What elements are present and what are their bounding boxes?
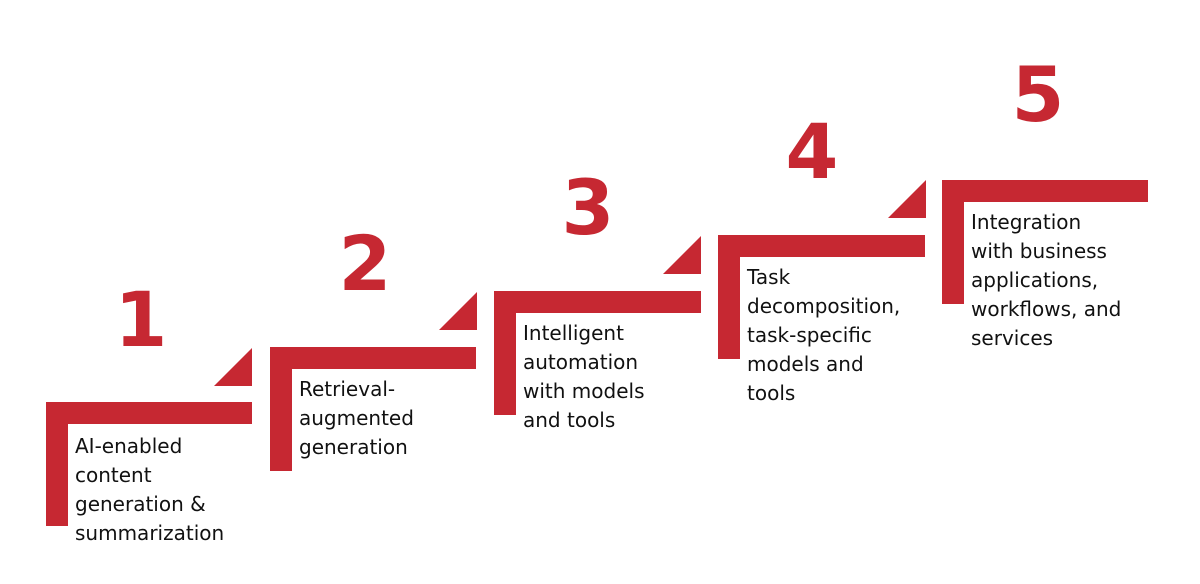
step-corner-triangle: [439, 292, 477, 330]
step-side-bar: [494, 291, 516, 415]
step-side-bar: [270, 347, 292, 471]
step-number: 5: [1011, 50, 1065, 139]
step-label: Intelligent automation with models and t…: [523, 321, 645, 432]
step-label: Retrieval- augmented generation: [299, 377, 414, 459]
step-corner-triangle: [663, 236, 701, 274]
step-label: Task decomposition, task-specific models…: [747, 265, 901, 405]
step-label: AI-enabled content generation & summariz…: [75, 434, 225, 545]
step-label: Integration with business applications, …: [971, 210, 1122, 350]
step-corner-triangle: [214, 348, 252, 386]
step-corner-triangle: [888, 180, 926, 218]
step-top-bar: [494, 291, 701, 313]
step-top-bar: [270, 347, 476, 369]
step-top-bar: [942, 180, 1148, 202]
step-top-bar: [46, 402, 252, 424]
step-side-bar: [942, 180, 964, 304]
step-number: 1: [114, 275, 168, 364]
step-side-bar: [46, 402, 68, 526]
step-side-bar: [718, 235, 740, 359]
step-number: 3: [561, 163, 615, 252]
step-top-bar: [718, 235, 925, 257]
step-number: 4: [785, 107, 839, 196]
step-number: 2: [338, 219, 392, 308]
